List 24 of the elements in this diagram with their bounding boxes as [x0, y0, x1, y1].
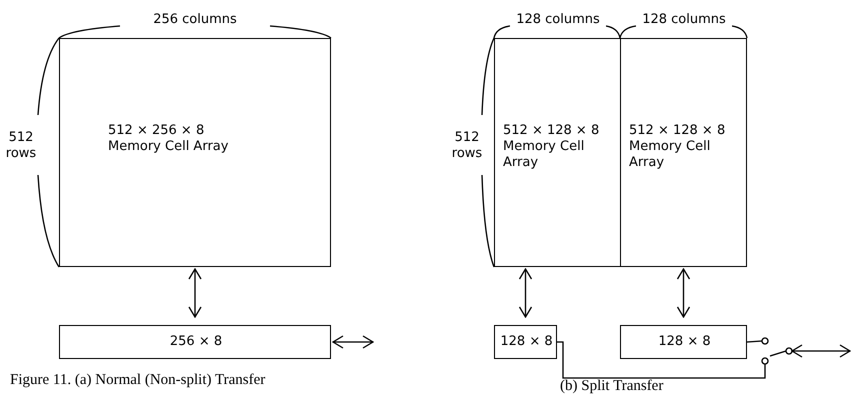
node-label: 512 × 128 × 8 Memory Cell Array [503, 123, 600, 171]
node-label: 512 × 128 × 8 Memory Cell Array [629, 123, 726, 171]
register-box [494, 325, 557, 359]
double-arrow [791, 344, 851, 358]
register-box [620, 325, 747, 359]
node-label: 128 × 8 [499, 334, 554, 350]
double-arrow [188, 268, 202, 318]
memory-array-box [620, 38, 747, 267]
figure-caption: Figure 11. (a) Normal (Non-split) Transfer [10, 372, 266, 389]
switch-symbol [761, 337, 793, 365]
double-arrow [676, 268, 690, 318]
double-arrow [518, 268, 532, 318]
figure-caption: (b) Split Transfer [560, 378, 664, 395]
memory-array-box [494, 38, 621, 267]
register-box [59, 325, 331, 359]
dimension-label: 128 columns [510, 12, 606, 28]
wire [557, 341, 766, 379]
node-label: 512 × 256 × 8 Memory Cell Array [108, 123, 230, 155]
node-label: 256 × 8 [168, 334, 224, 350]
double-arrow [332, 335, 374, 349]
node-label: 128 × 8 [657, 334, 712, 350]
wire [746, 340, 762, 343]
memory-array-box [59, 38, 331, 267]
dimension-label: 128 columns [636, 12, 732, 28]
